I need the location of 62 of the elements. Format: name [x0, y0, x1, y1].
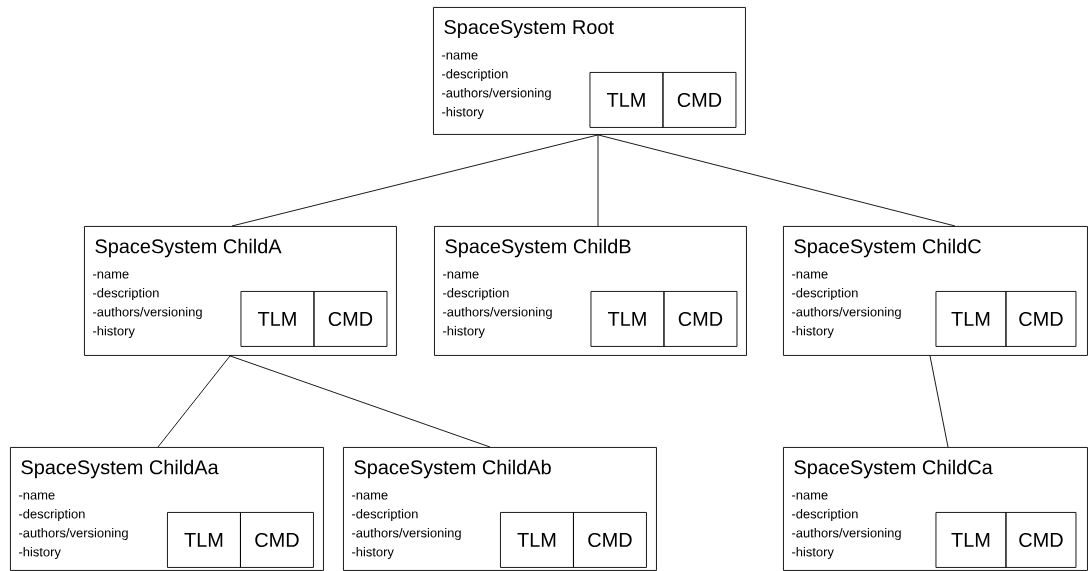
section-box: TLM [589, 72, 664, 128]
system-box [433, 7, 746, 135]
attribute-item: -history [792, 546, 834, 560]
attribute-item: -name [792, 492, 828, 500]
section-box: TLM [240, 291, 315, 347]
section-box: CMD [1005, 512, 1077, 568]
attribute-item: -authors/versioning [792, 306, 901, 320]
attribute-item: -authors/versioning [442, 87, 551, 101]
attribute-item: -name [19, 492, 55, 500]
section-box: TLM [935, 512, 1007, 568]
system-box [434, 226, 747, 356]
attribute-item: -description [93, 287, 159, 301]
attribute-item: -description [352, 508, 418, 522]
system-box [783, 226, 1088, 356]
connector-line [929, 355, 949, 448]
section-box: CMD [662, 72, 737, 128]
attribute-item: -description [443, 287, 509, 301]
attribute-item: -authors/versioning [352, 527, 461, 541]
attribute-item: -name [352, 492, 388, 500]
connector-line [597, 134, 956, 227]
section-box: TLM [500, 512, 574, 568]
box-title: SpaceSystem ChildB [445, 238, 631, 258]
section-box: CMD [1005, 291, 1077, 347]
attribute-item: -name [93, 271, 129, 279]
section-box: CMD [240, 512, 314, 568]
section-box: TLM [935, 291, 1007, 347]
connector-line [231, 134, 599, 227]
attribute-item: -history [443, 325, 485, 339]
attribute-item: -description [19, 508, 85, 522]
attribute-item: -description [792, 508, 858, 522]
attribute-item: -name [792, 271, 828, 279]
section-box: TLM [590, 291, 665, 347]
attribute-item: -history [19, 546, 61, 560]
box-title: SpaceSystem Root [444, 20, 614, 38]
attribute-item: -name [442, 52, 478, 60]
attribute-item: -authors/versioning [19, 527, 128, 541]
box-title: SpaceSystem ChildC [794, 238, 981, 258]
box-title: SpaceSystem ChildA [95, 238, 282, 258]
box-title: SpaceSystem ChildAa [21, 459, 219, 479]
attribute-item: -description [792, 287, 858, 301]
section-box: CMD [313, 291, 388, 347]
attribute-item: -history [352, 546, 394, 560]
attribute-item: -description [442, 68, 508, 82]
section-box: CMD [663, 291, 738, 347]
attribute-item: -history [792, 325, 834, 339]
system-box [10, 447, 324, 571]
attribute-item: -authors/versioning [792, 527, 901, 541]
system-box [783, 447, 1088, 571]
system-box [84, 226, 397, 356]
attribute-item: -history [442, 106, 484, 120]
attribute-item: -name [443, 271, 479, 279]
attribute-item: -history [93, 325, 135, 339]
system-box [343, 447, 657, 571]
box-title: SpaceSystem ChildCa [794, 459, 993, 479]
section-box: CMD [573, 512, 647, 568]
connector-line [597, 134, 599, 227]
attribute-item: -authors/versioning [443, 306, 552, 320]
connector-line [229, 355, 491, 448]
section-box: TLM [167, 512, 241, 568]
box-title: SpaceSystem ChildAb [354, 459, 551, 479]
attribute-item: -authors/versioning [93, 306, 202, 320]
connector-line [157, 355, 231, 448]
